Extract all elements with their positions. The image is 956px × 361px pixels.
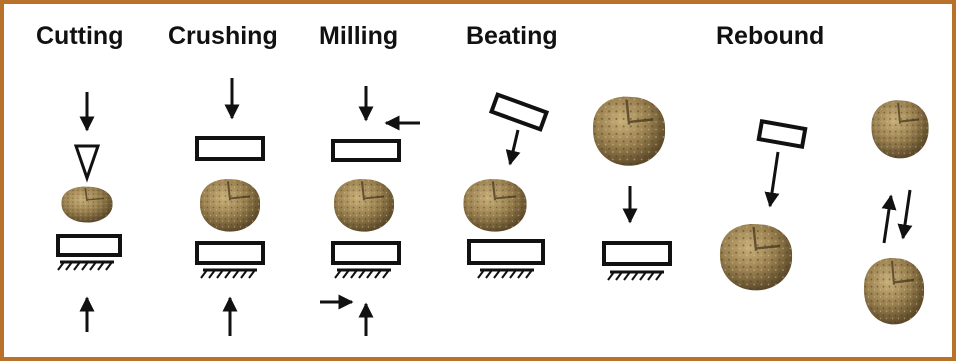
anvil-plate [58,236,120,255]
upper-plate [333,141,399,160]
rebound-plate-mechanism [593,97,670,280]
particle [593,97,665,166]
ground-hatch-icon [608,272,664,280]
lower-plate [197,243,263,263]
up-arrow-icon [884,196,891,243]
cutting-mechanism [58,92,120,332]
down-arrow-icon [770,152,778,206]
ground-hatch-icon [335,270,391,278]
particle [463,179,526,232]
target-plate [604,243,670,264]
particle [200,179,260,232]
ground-hatch-icon [58,262,114,270]
down-arrow-icon [903,190,910,238]
particle [720,224,792,290]
lower-plate [333,243,399,263]
anvil-plate [469,241,543,263]
hammer-plate [491,95,546,130]
impact-plate [759,121,805,146]
crushing-mechanism [197,78,263,336]
beating-mechanism [463,95,546,278]
particle [61,187,112,223]
rebound-particle-particle-mechanism [864,100,929,324]
rebound-particle-mechanism [720,121,805,290]
upper-plate [197,138,263,159]
particle [864,258,924,324]
milling-mechanism [320,86,420,336]
blade-icon [76,146,98,178]
down-arrow-icon [510,130,518,164]
ground-hatch-icon [201,270,257,278]
particle [334,179,394,232]
particle [871,100,928,158]
ground-hatch-icon [478,270,534,278]
